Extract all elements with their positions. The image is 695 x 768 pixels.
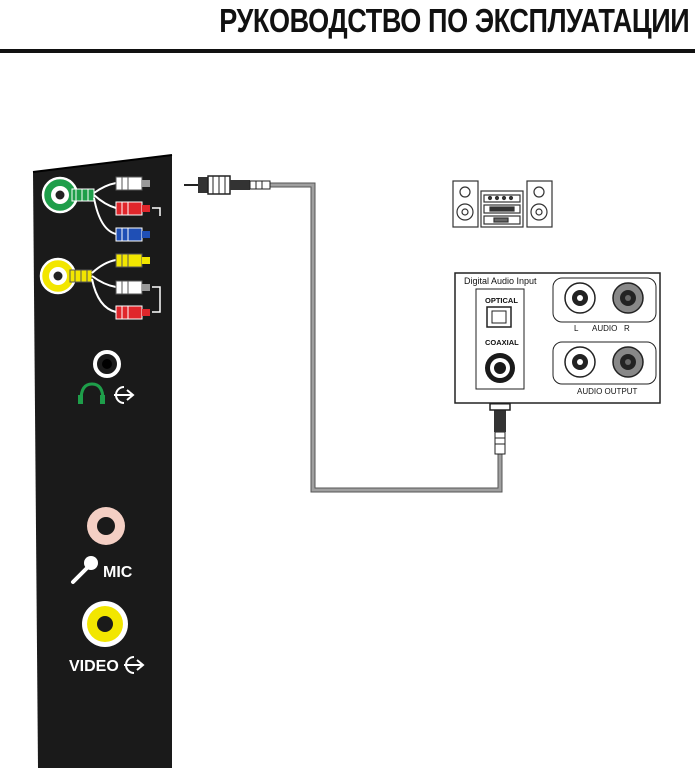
rca-plug-red-2 bbox=[115, 305, 150, 320]
coaxial-socket[interactable] bbox=[485, 353, 515, 383]
audio-label: AUDIO bbox=[592, 324, 617, 333]
audio-left-jack[interactable] bbox=[564, 282, 596, 314]
coaxial-label: COAXIAL bbox=[485, 338, 519, 347]
audio-right-jack[interactable] bbox=[612, 282, 644, 314]
yellow-av-jack[interactable] bbox=[39, 257, 77, 295]
headphones-icon bbox=[78, 382, 105, 404]
header-divider bbox=[0, 49, 695, 53]
mic-label: MIC bbox=[103, 564, 133, 581]
optical-socket[interactable] bbox=[486, 306, 512, 328]
rca-plug-red-1 bbox=[115, 201, 150, 216]
rca-plug-white-2 bbox=[115, 280, 150, 295]
cable-rca-plug-left bbox=[184, 175, 271, 195]
headphone-jack[interactable] bbox=[93, 350, 121, 378]
video-jack[interactable] bbox=[82, 601, 128, 647]
stereo-system-icon bbox=[452, 180, 553, 228]
rca-plug-blue bbox=[115, 227, 150, 242]
device-side-panel bbox=[32, 154, 173, 768]
green-splitter-wires bbox=[93, 182, 117, 235]
digital-audio-input-label: Digital Audio Input bbox=[464, 276, 537, 286]
page-title: РУКОВОДСТВО ПО ЭКСПЛУАТАЦИИ bbox=[218, 2, 690, 39]
yellow-av-plug bbox=[69, 269, 93, 283]
coaxial-cable bbox=[270, 182, 503, 493]
video-output-arrow-icon bbox=[124, 656, 145, 674]
yellow-splitter-wires bbox=[91, 259, 117, 313]
microphone-icon bbox=[71, 556, 98, 584]
output-arrow-icon bbox=[114, 386, 135, 404]
optical-label: OPTICAL bbox=[485, 296, 518, 305]
rca-plug-white-1 bbox=[115, 176, 150, 191]
audio-right-label: R bbox=[624, 324, 630, 333]
rca-plug-yellow bbox=[115, 253, 150, 268]
green-av-plug bbox=[71, 188, 95, 202]
audio-output-right-jack[interactable] bbox=[612, 346, 644, 378]
audio-left-label: L bbox=[574, 324, 579, 333]
mic-jack[interactable] bbox=[87, 507, 125, 545]
video-label: VIDEO bbox=[69, 658, 119, 675]
audio-output-label: AUDIO OUTPUT bbox=[577, 387, 638, 396]
audio-output-left-jack[interactable] bbox=[564, 346, 596, 378]
